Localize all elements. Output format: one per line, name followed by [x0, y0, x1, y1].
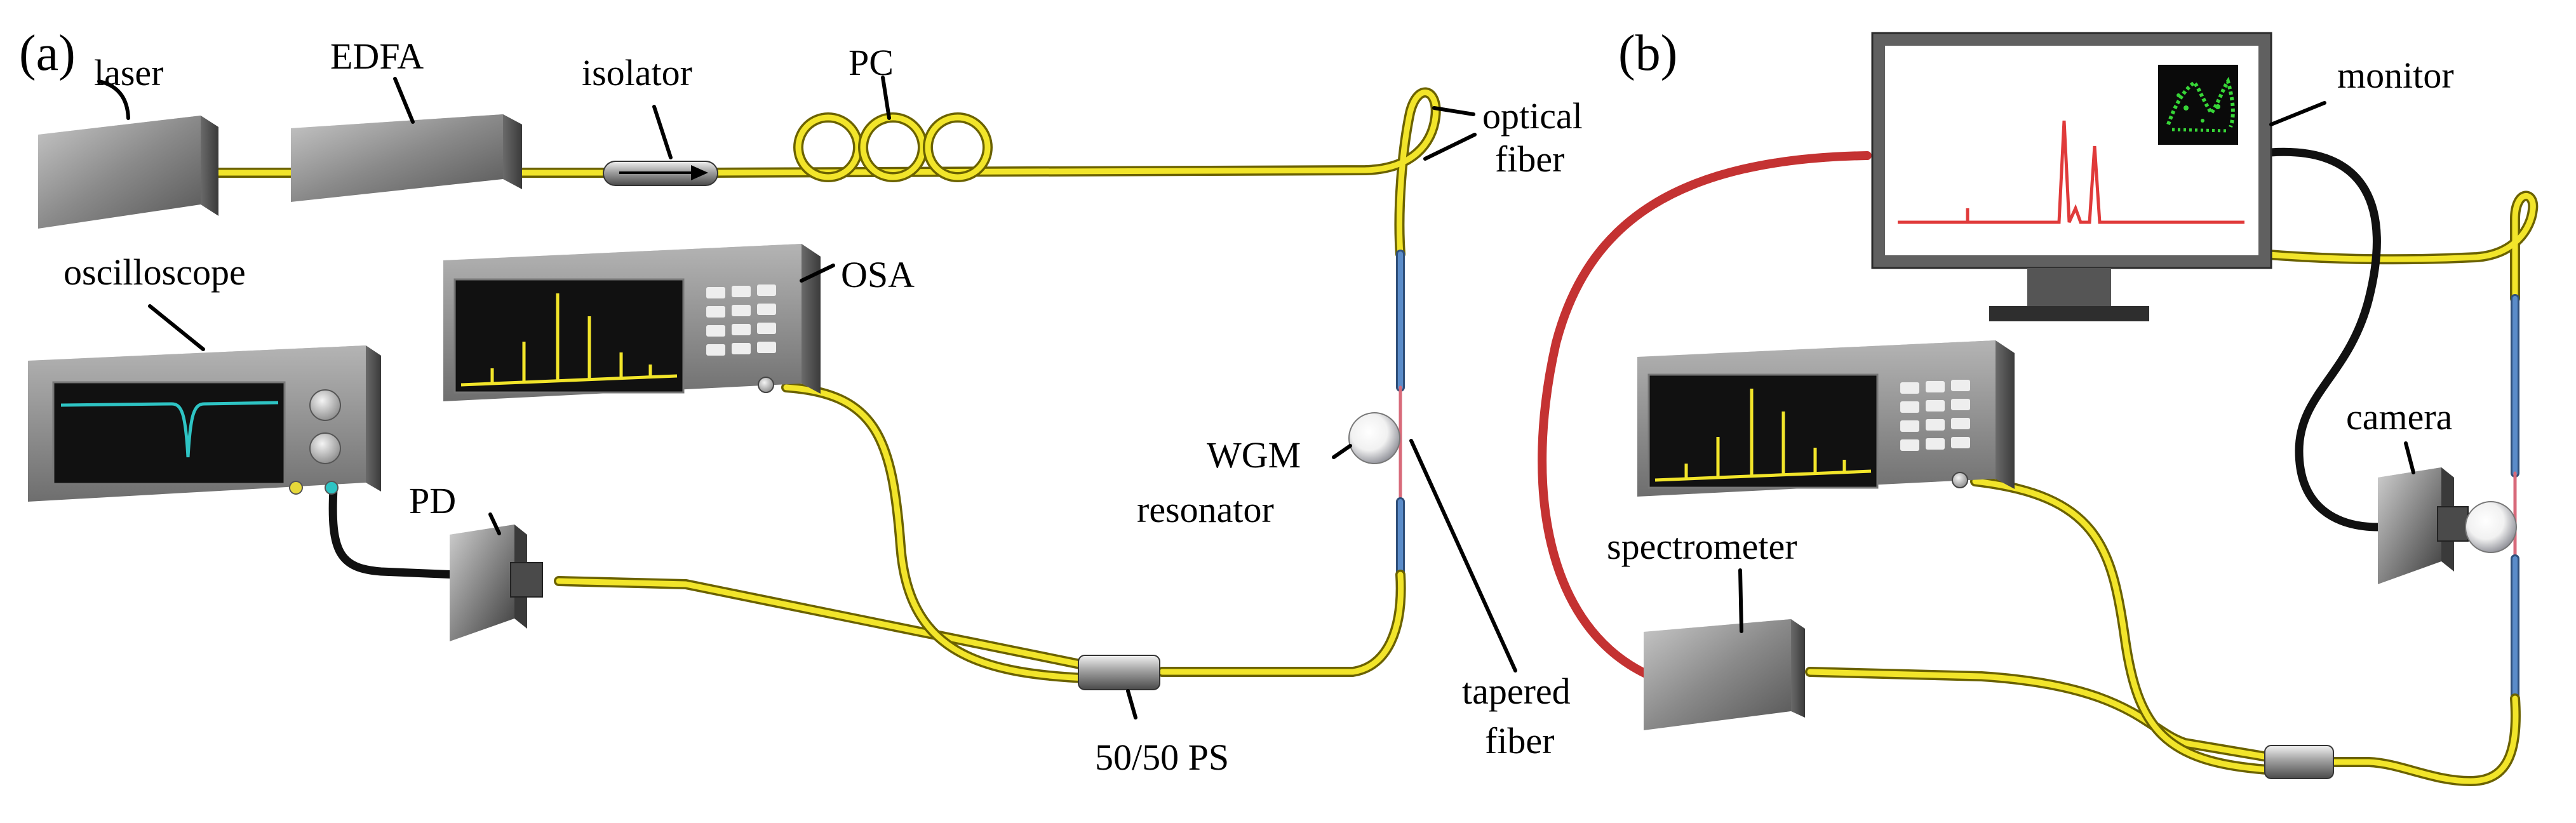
oscilloscope-knob-top	[309, 389, 341, 421]
splitter-a	[1078, 655, 1160, 690]
label-edfa: EDFA	[330, 36, 424, 77]
wgm-resonator-sphere-b	[2465, 501, 2517, 553]
oscilloscope-instrument	[28, 345, 381, 502]
laser-box	[38, 116, 218, 229]
label-optical-fiber-2: fiber	[1495, 138, 1565, 180]
camera-device	[2378, 467, 2469, 584]
osa-instrument	[443, 244, 821, 401]
monitor-spectrum-trace	[1898, 120, 2244, 224]
label-camera: camera	[2346, 396, 2452, 438]
label-isolator: isolator	[582, 52, 692, 93]
label-osa: OSA	[841, 254, 915, 295]
optical-fibers	[210, 87, 2539, 786]
oscilloscope-port-cyan	[325, 481, 339, 495]
oscilloscope-trace	[60, 401, 279, 458]
camera-image-thumbnail	[2158, 65, 2238, 145]
isolator-component	[603, 161, 718, 186]
fiber-a-main	[210, 87, 1441, 259]
label-tapered-2: fiber	[1485, 720, 1555, 761]
osa-spectrum-trace	[460, 293, 678, 387]
osa-input-port	[758, 377, 774, 393]
label-pd: PD	[409, 480, 456, 521]
label-wgm-2: resonator	[1137, 489, 1274, 530]
osa-instrument-b	[1637, 340, 2015, 497]
photodetector	[450, 525, 543, 641]
labels: (a) laser EDFA isolator PC optical fiber…	[19, 25, 2454, 778]
label-tapered-1: tapered	[1462, 671, 1571, 712]
osa-keypad-b	[1900, 380, 1970, 451]
fiber-b-main	[1805, 191, 2539, 786]
label-spectrometer: spectrometer	[1607, 526, 1797, 567]
spectrometer-box	[1644, 619, 1805, 730]
wgm-resonator-sphere	[1348, 412, 1400, 464]
panel-a-tag: (a)	[19, 25, 76, 81]
arrow-right-icon	[691, 165, 708, 180]
osa-input-port-b	[1952, 472, 1968, 488]
pd-signal-cable	[328, 485, 462, 579]
edfa-box	[291, 114, 522, 202]
osa-keypad	[706, 284, 776, 356]
camera-data-cable	[2266, 147, 2383, 532]
label-splitter: 50/50 PS	[1095, 737, 1229, 778]
fiber-a-return	[554, 382, 1406, 683]
label-wgm-1: WGM	[1207, 434, 1301, 476]
monitor	[1871, 32, 2272, 321]
osa-spectrum-trace-b	[1654, 389, 1872, 482]
oscilloscope-port-yellow	[289, 481, 303, 495]
spectrometer-data-cable	[1538, 151, 1872, 681]
label-oscilloscope: oscilloscope	[64, 251, 246, 293]
label-optical-fiber-1: optical	[1482, 95, 1583, 137]
polarization-controller-loops	[793, 112, 993, 182]
panel-b-tag: (b)	[1618, 25, 1677, 81]
oscilloscope-knob-bottom	[309, 432, 341, 464]
leader-lines	[97, 76, 2415, 719]
label-pc: PC	[849, 42, 894, 83]
splitter-b	[2264, 745, 2334, 779]
oscilloscope-screen	[52, 381, 286, 485]
label-laser: laser	[94, 52, 164, 93]
label-monitor: monitor	[2337, 55, 2454, 96]
